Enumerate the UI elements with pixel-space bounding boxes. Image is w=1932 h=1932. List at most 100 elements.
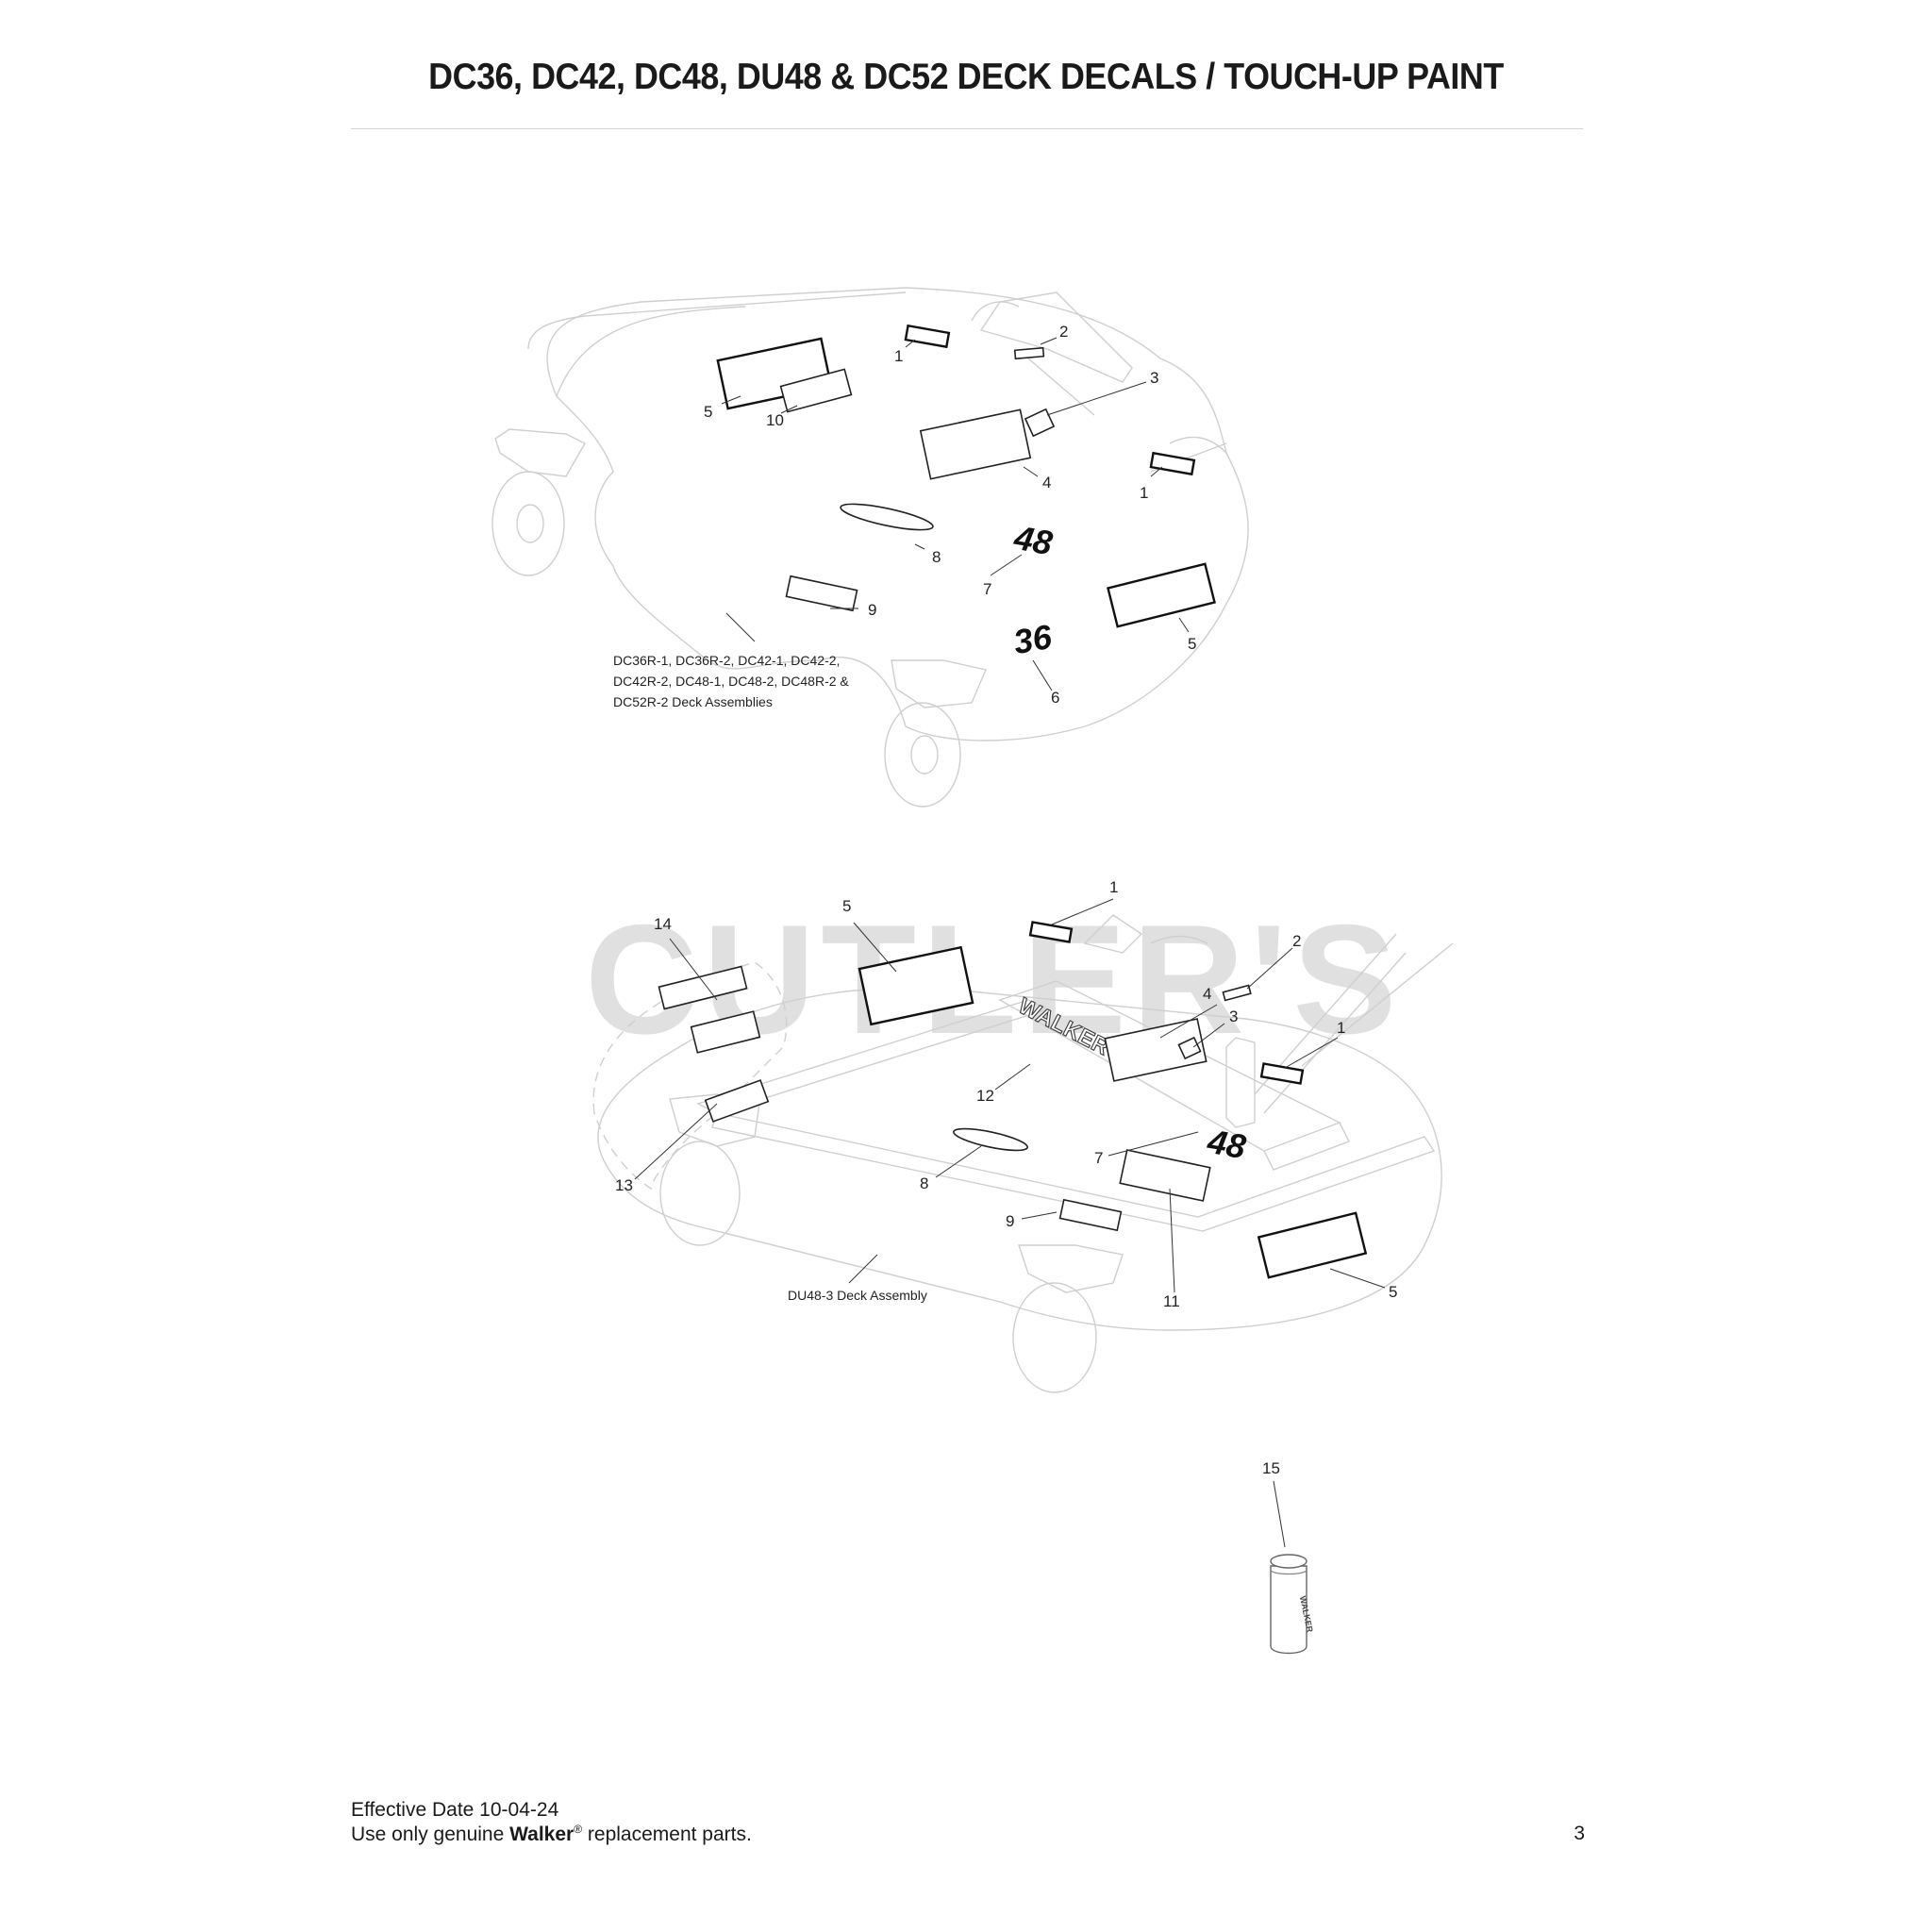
leader-top-7	[990, 554, 1023, 576]
bottom-deck-outline	[597, 987, 1442, 1331]
decal-9-bottom	[1058, 1198, 1123, 1232]
top-deck-caption-line-2: DC42R-2, DC48-1, DC48-2, DC48R-2 &	[613, 674, 849, 689]
callout-bottom-8: 8	[920, 1174, 928, 1192]
top-deck-rear-edge	[556, 306, 746, 397]
leader-top-10	[780, 405, 798, 414]
bottom-deck-caption: DU48-3 Deck Assembly	[788, 1288, 927, 1303]
callout-bottom-9: 9	[1006, 1212, 1014, 1230]
decal-5-bottom-right	[1257, 1211, 1368, 1279]
callout-bottom-13: 13	[615, 1176, 633, 1194]
leader-top-5b	[1178, 617, 1190, 633]
decal-8-top-logo	[840, 503, 934, 531]
callout-top-1a: 1	[894, 347, 903, 365]
top-deck-right-wheel-hub	[910, 735, 939, 774]
leader-bottom-caption	[848, 1254, 878, 1284]
footer-parts-brand: Walker	[509, 1824, 575, 1845]
leader-bottom-8	[935, 1145, 982, 1178]
leader-top-2	[1040, 337, 1058, 345]
decal-4-top	[919, 408, 1032, 480]
leader-bottom-3	[1192, 1023, 1225, 1048]
bottom-deck-right-wheel	[1012, 1282, 1097, 1393]
top-deck-left-caster-mount	[494, 428, 586, 477]
callout-bottom-1a: 1	[1109, 878, 1118, 896]
leader-paint-15	[1273, 1480, 1286, 1548]
top-deck-left-wheel-hub	[516, 504, 544, 543]
decal-3-top	[1024, 408, 1056, 438]
leader-top-3	[1046, 381, 1147, 416]
bottom-deck-left-wheel	[659, 1141, 741, 1246]
leader-bottom-14	[669, 938, 718, 1001]
callout-bottom-1b: 1	[1337, 1019, 1345, 1037]
bottom-deck-pulley-arm	[1083, 914, 1208, 954]
decal-2-bottom	[1222, 984, 1252, 1002]
top-deck-left-wheel	[491, 471, 565, 576]
bottom-deck-left-caster-mount	[669, 1093, 760, 1147]
bottom-deck-frame-plate-edge	[1263, 1122, 1350, 1171]
top-deck-discharge-tube	[979, 291, 1133, 383]
callout-bottom-5b: 5	[1389, 1283, 1397, 1301]
leader-bottom-2	[1246, 947, 1293, 990]
decal-14-bottom	[658, 965, 748, 1010]
top-deck-spindle-tube-1	[971, 301, 1095, 416]
top-deck-assembly: 48 36 1 2 3 1 5 10 4 8 7 9 5 6 DC36R-1, …	[491, 287, 1249, 808]
leader-bottom-1b	[1284, 1037, 1339, 1069]
decal-1-bottom-right	[1259, 1062, 1305, 1085]
paint-can-shoulder	[1270, 1569, 1307, 1575]
top-deck-caption-line-3: DC52R-2 Deck Assemblies	[613, 694, 773, 709]
leader-bottom-12	[994, 1063, 1031, 1091]
callout-bottom-14: 14	[654, 915, 672, 933]
callout-top-4: 4	[1042, 474, 1051, 491]
deck-number-36-top: 36	[1010, 617, 1056, 662]
top-deck-right-wheel	[884, 702, 961, 808]
callout-top-10: 10	[766, 411, 784, 429]
callout-bottom-11: 11	[1163, 1292, 1180, 1310]
leader-top-6	[1032, 659, 1053, 691]
footer-effective-date: Effective Date 10-04-24	[351, 1799, 559, 1821]
callout-bottom-5a: 5	[842, 897, 851, 915]
decal-9-top	[785, 575, 858, 612]
footer-parts-note: Use only genuine Walker® replacement par…	[351, 1823, 752, 1846]
title-divider	[351, 128, 1583, 129]
callout-bottom-12: 12	[976, 1087, 994, 1105]
leader-bottom-13	[634, 1103, 718, 1180]
leader-top-1a	[905, 339, 916, 348]
paint-can-cap	[1270, 1554, 1307, 1569]
callout-top-7: 7	[983, 580, 991, 598]
callout-top-1b: 1	[1140, 484, 1148, 502]
page-number: 3	[1574, 1823, 1585, 1844]
bottom-deck-collector-hood	[592, 961, 788, 1191]
leader-top-4	[1023, 466, 1039, 477]
callout-top-8: 8	[932, 548, 941, 566]
leader-bottom-11	[1169, 1188, 1175, 1293]
bottom-deck-front-rail	[711, 1112, 1436, 1232]
deck-number-48-top: 48	[1010, 518, 1056, 563]
decal-8-bottom-logo	[953, 1127, 1028, 1152]
deck-number-48-bottom: 48	[1204, 1122, 1249, 1167]
callout-paint-15: 15	[1262, 1459, 1280, 1477]
callout-bottom-4: 4	[1203, 985, 1211, 1003]
footer-parts-reg: ®	[574, 1823, 583, 1836]
touch-up-paint-can: 15 WALKER	[1262, 1459, 1315, 1655]
leader-top-1b	[1150, 466, 1163, 477]
leader-bottom-9	[1021, 1211, 1058, 1220]
leader-bottom-7	[1108, 1131, 1199, 1157]
callout-bottom-2: 2	[1292, 932, 1301, 950]
callout-top-9: 9	[868, 601, 876, 619]
decal-5-top-right	[1107, 562, 1216, 628]
leader-bottom-5b	[1329, 1268, 1386, 1289]
decal-2-top	[1013, 346, 1045, 360]
bottom-deck-right-caster-mount	[1018, 1244, 1124, 1293]
top-deck-outline	[546, 287, 1249, 741]
callout-top-3: 3	[1150, 369, 1158, 387]
decal-1-top-right	[1149, 451, 1196, 476]
leader-bottom-4	[1159, 1004, 1218, 1039]
decal-11-bottom	[1119, 1149, 1211, 1202]
callout-bottom-3: 3	[1229, 1008, 1238, 1025]
leader-top-caption	[725, 612, 756, 642]
callout-top-5b: 5	[1188, 635, 1196, 653]
decal-1-bottom-upper	[1028, 921, 1074, 943]
decal-10-top	[779, 368, 853, 413]
decal-1-top-upper	[904, 324, 951, 349]
top-deck-caption-line-1: DC36R-1, DC36R-2, DC42-1, DC42-2,	[613, 653, 840, 668]
